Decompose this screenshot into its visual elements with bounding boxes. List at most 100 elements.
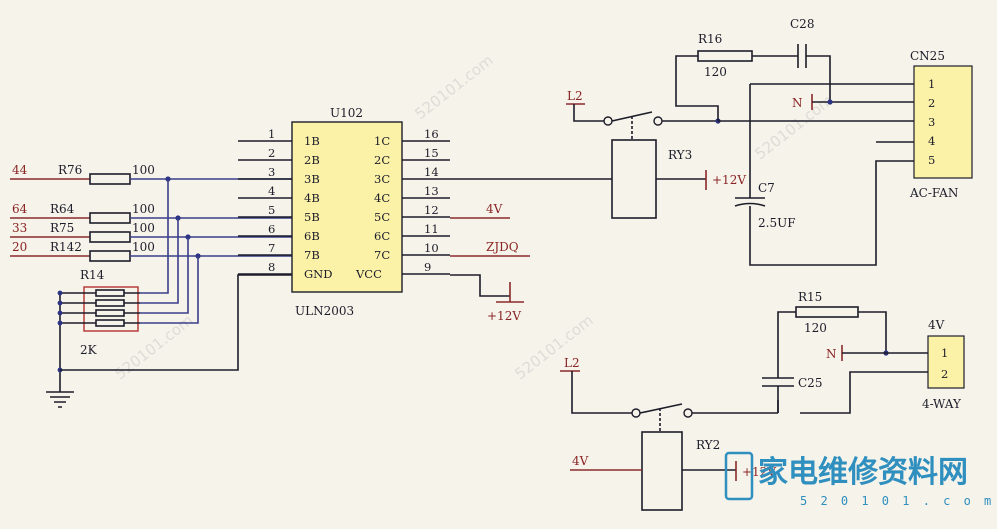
output-label-zjdq: ZJDQ (486, 240, 519, 254)
resistor-ref-r75: R75 (50, 221, 74, 235)
resistor-value-r64: 100 (132, 202, 155, 216)
capacitor-c28 (797, 44, 807, 68)
ic-pin-name: GND (304, 267, 332, 281)
capacitor-c25 (762, 377, 794, 387)
ic-pin-name: 1C (374, 134, 390, 148)
wire-r15-right (858, 311, 887, 353)
4way-pin-1: 1 (941, 346, 948, 360)
ic-pin-name: 5C (374, 210, 390, 224)
ic-pin-number: 7 (268, 241, 275, 255)
wire-tap-2 (140, 218, 179, 304)
brand-name: 家电维修资料网 (758, 455, 968, 490)
c7-ref: C7 (758, 181, 775, 195)
resistor-r142 (89, 250, 131, 262)
r15-value: 120 (804, 321, 827, 335)
ry2-contact-no (683, 408, 693, 418)
vcc-symbol (496, 282, 524, 303)
resistor-r16 (697, 50, 753, 62)
rnet-left-leads (60, 292, 96, 324)
resistor-value-r76: 100 (132, 163, 155, 177)
ic-pin-name: 2C (374, 153, 390, 167)
rnet-junction-4 (57, 320, 63, 326)
rnet-ref: R14 (80, 268, 105, 282)
ry2-coil (641, 431, 683, 511)
rnet-junction-2 (57, 300, 63, 306)
ry2-ref: RY2 (696, 438, 720, 452)
ic-pin-number: 10 (424, 241, 439, 255)
rnet-element-3 (95, 309, 125, 317)
ic-body (291, 121, 403, 293)
4way-ref: 4V (928, 318, 945, 332)
resistor-ref-r76: R76 (58, 163, 82, 177)
capacitor-c7-bottom-plate (734, 202, 766, 207)
cn25-ref: CN25 (910, 49, 945, 63)
rnet-element-1 (95, 289, 125, 297)
rnet-value: 2K (80, 343, 98, 357)
cn25-pin: 1 (928, 77, 935, 91)
cn25-pins: 1 2 3 4 5 (928, 77, 935, 167)
wire-tap-1 (140, 179, 169, 294)
ic-pin-name: 1B (304, 134, 320, 148)
r16-value: 120 (704, 65, 727, 79)
ground-icon (46, 383, 74, 408)
ic-pin-number: 13 (424, 184, 439, 198)
wire-c7-cn25-5 (749, 160, 914, 266)
ic-pin-number: 2 (268, 146, 275, 160)
resistor-value-r142: 100 (132, 240, 155, 254)
cn25-pin: 2 (928, 96, 935, 110)
ic-pin-name: 3C (374, 172, 390, 186)
net-label-33: 33 (12, 221, 27, 235)
ic-pin-name: 6B (304, 229, 320, 243)
ic-pin-number: 11 (424, 222, 439, 236)
ry2-neutral-label: N (826, 347, 837, 361)
net-label-20: 20 (12, 240, 27, 254)
ic-pin-number: 15 (424, 146, 439, 160)
4way-body (927, 335, 965, 389)
ry3-supply-label: +12V (712, 173, 746, 187)
wire-c25-r15 (777, 311, 796, 378)
ic-pin-number: 8 (268, 260, 275, 274)
c28-ref: C28 (790, 17, 814, 31)
resistor-ref-r142: R142 (50, 240, 82, 254)
wire-gnd-pin8 (60, 274, 292, 371)
ic-pin-name: 2B (304, 153, 320, 167)
rnet-right-leads (124, 292, 140, 324)
ry2-contact-common (631, 408, 641, 418)
brand-logo-icon (724, 451, 754, 501)
ic-pin-name: 4C (374, 191, 390, 205)
brand-site: 5 2 0 1 0 1 . c o m (800, 494, 994, 508)
cn25-body (913, 65, 973, 179)
resistor-r64 (89, 212, 131, 224)
net-label-44: 44 (12, 163, 28, 177)
c25-ref: C25 (798, 376, 822, 390)
ic-pin-number: 12 (424, 203, 439, 217)
ry2-drive-label: 4V (572, 454, 589, 468)
cn25-pin: 3 (928, 115, 935, 129)
wire-ry2-line (571, 371, 632, 414)
vcc-label: +12V (487, 309, 521, 323)
wire-tap-3 (140, 237, 189, 314)
ic-pin-name: 7C (374, 248, 390, 262)
ry3-contact-common (603, 116, 613, 126)
wire-r16-left (675, 55, 719, 121)
wire-c28-right (806, 55, 831, 102)
cn25-pin: 5 (928, 153, 935, 167)
output-label-4v: 4V (486, 202, 503, 216)
ry3-ref: RY3 (668, 148, 692, 162)
ic-pin-number: 6 (268, 222, 275, 236)
wire-tap-4 (140, 256, 199, 324)
ic-pin-name: VCC (355, 267, 382, 281)
ry2-line-label: L2 (564, 356, 580, 370)
rnet-element-4 (95, 319, 125, 327)
rnet-outline (83, 286, 139, 332)
ic-pin-number: 1 (268, 127, 275, 141)
cn25-label: AC-FAN (909, 186, 958, 200)
ry3-line-label: L2 (567, 89, 583, 103)
ic-ref: U102 (330, 106, 363, 120)
cn25-pin: 4 (928, 134, 935, 148)
ic-pin-number: 5 (268, 203, 275, 217)
resistor-r15 (795, 306, 859, 318)
ic-pin-number: 9 (424, 260, 431, 274)
rnet-element-2 (95, 299, 125, 307)
